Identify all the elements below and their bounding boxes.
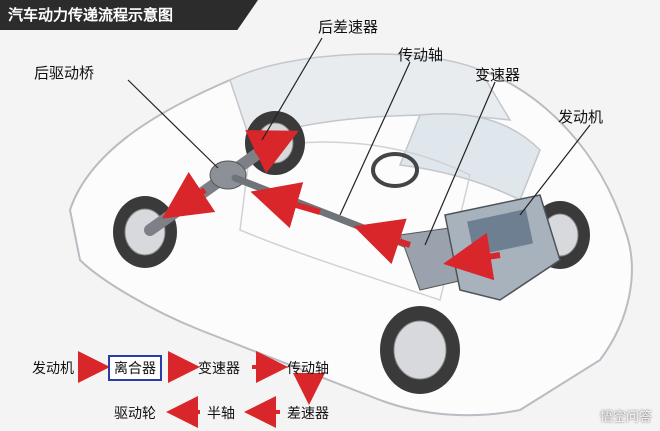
flow-arrows [78, 351, 325, 428]
label-driveshaft: 传动轴 [398, 46, 444, 64]
watermark: 悟空问答 [599, 410, 652, 425]
flow-transmission: 变速器 [198, 361, 240, 377]
label-rear-axle: 后驱动桥 [34, 64, 95, 82]
flow-differential: 差速器 [287, 406, 329, 422]
label-rear-differential: 后差速器 [318, 18, 379, 36]
flow-half-shaft: 半轴 [207, 406, 235, 422]
title-banner: 汽车动力传递流程示意图 [0, 0, 258, 30]
steering-wheel [371, 152, 419, 188]
callout-leaders [127, 37, 591, 246]
flow-clutch: 离合器 [108, 355, 162, 381]
flow-engine: 发动机 [32, 361, 74, 377]
front-left-wheel [380, 306, 460, 394]
label-engine: 发动机 [558, 108, 604, 126]
flow-drive-wheel: 驱动轮 [114, 406, 156, 422]
label-transmission: 变速器 [475, 66, 521, 84]
power-flow-arrows [162, 130, 501, 281]
flow-driveshaft: 传动轴 [287, 361, 329, 377]
